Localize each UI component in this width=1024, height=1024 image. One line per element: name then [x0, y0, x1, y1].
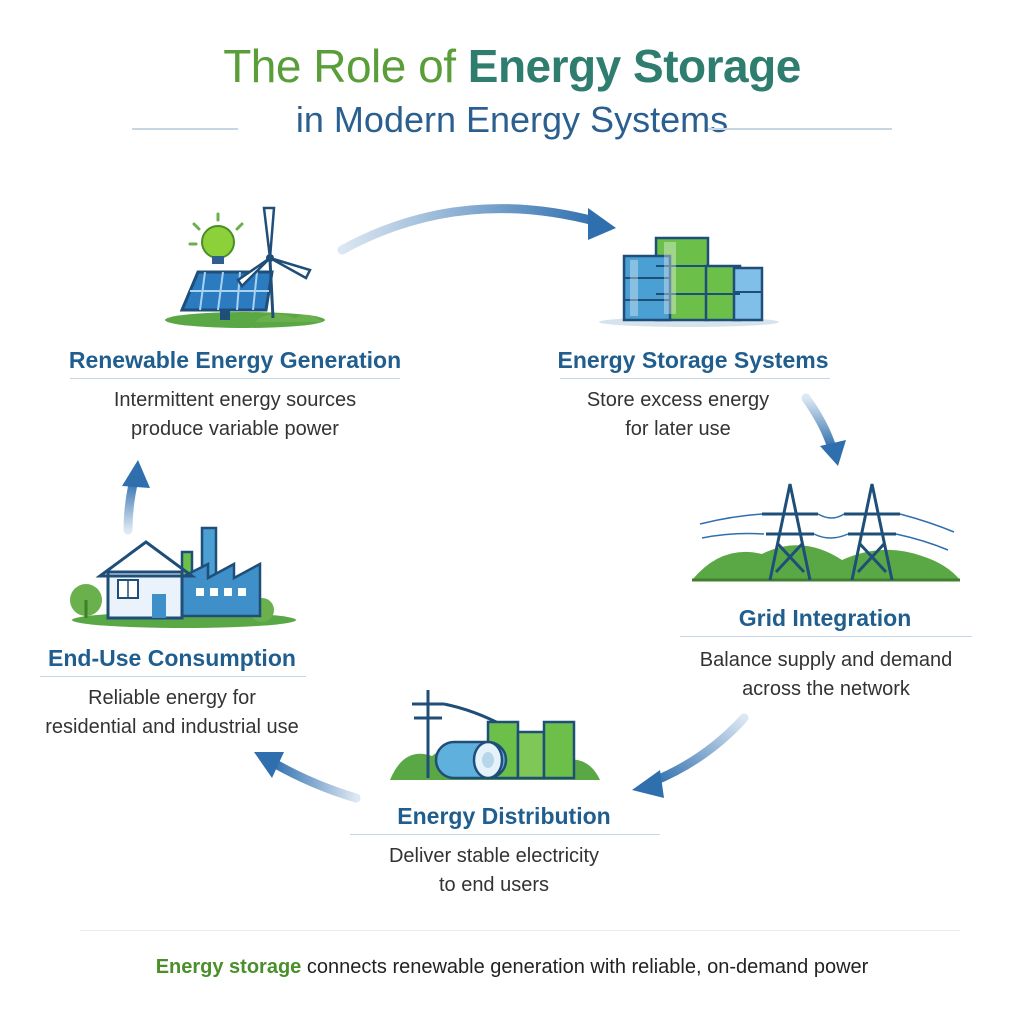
heading-storage-systems: Energy Storage Systems: [557, 347, 829, 373]
heading-end-use-consumption: End-Use Consumption: [48, 645, 296, 671]
footer-rule: [80, 930, 960, 931]
desc-end-use-consumption: Reliable energy for residential and indu…: [20, 684, 324, 742]
desc-grid-line1: Balance supply and demand: [699, 649, 953, 671]
heading-grid-integration: Grid Integration: [738, 605, 912, 631]
house-factory-icon: [70, 526, 296, 628]
battery-bank-icon: [599, 236, 779, 327]
footer-tagline: Energy storage connects renewable genera…: [0, 954, 1024, 980]
divider-storage: [560, 378, 830, 379]
divider-distribution: [350, 834, 660, 835]
heading-renewable-generation: Renewable Energy Generation: [68, 347, 402, 373]
divider-renewable: [70, 378, 400, 379]
arrow-renewable-to-storage: [337, 204, 616, 255]
arrow-storage-to-grid: [801, 393, 846, 466]
desc-storage-systems: Store excess energy for later use: [520, 386, 836, 444]
heading-energy-distribution: Energy Distribution: [397, 803, 611, 829]
desc-renewable-line2: produce variable power: [131, 418, 339, 440]
title-rule-left: [132, 128, 238, 130]
arrow-distribution-to-enduse: [254, 752, 361, 803]
desc-enduse-line2: residential and industrial use: [45, 716, 299, 738]
page-title: The Role of Energy Storage: [0, 38, 1024, 94]
divider-grid: [680, 636, 972, 637]
solar-wind-icon: [165, 206, 325, 328]
transmission-tower-icon: [692, 483, 960, 582]
desc-distribution-line1: Deliver stable electricity: [388, 845, 600, 867]
arrow-grid-to-distribution: [632, 713, 749, 798]
desc-renewable-line1: Intermittent energy sources: [113, 389, 357, 411]
desc-storage-line1: Store excess energy: [586, 389, 770, 411]
footer-rest: connects renewable generation with relia…: [301, 956, 869, 978]
desc-energy-distribution: Deliver stable electricity to end users: [334, 842, 654, 900]
desc-grid-line2: across the network: [742, 678, 910, 700]
desc-grid-integration: Balance supply and demand across the net…: [680, 646, 972, 704]
title-highlight: Energy Storage: [467, 40, 802, 92]
distribution-station-icon: [390, 690, 600, 780]
divider-enduse: [40, 676, 306, 677]
arrow-enduse-to-renewable: [122, 460, 150, 535]
desc-enduse-line1: Reliable energy for: [88, 687, 256, 709]
desc-storage-line2: for later use: [625, 418, 731, 440]
page-subtitle: in Modern Energy Systems: [295, 99, 729, 140]
title-prefix: The Role of: [223, 40, 468, 92]
desc-renewable-generation: Intermittent energy sources produce vari…: [40, 386, 430, 444]
footer-highlight: Energy storage: [155, 956, 302, 978]
desc-distribution-line2: to end users: [438, 874, 550, 896]
title-rule-right: [708, 128, 892, 130]
